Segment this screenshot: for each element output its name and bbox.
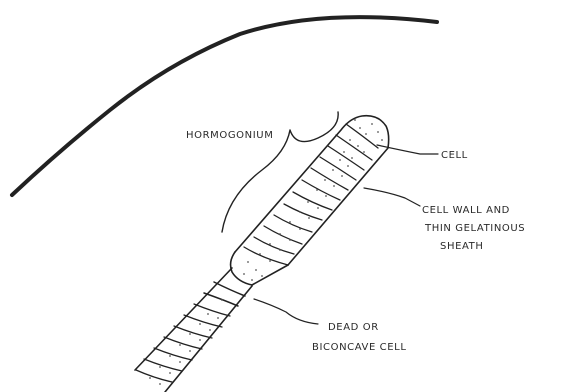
trailing-filament (135, 268, 252, 392)
cell-wall-leader-line (364, 188, 420, 206)
svg-text:CELL WALL AND: CELL WALL AND (422, 205, 510, 216)
dead-cell-label: DEAD OR BICONCAVE CELL (312, 322, 407, 353)
background-filament (12, 17, 437, 195)
svg-text:BICONCAVE CELL: BICONCAVE CELL (312, 342, 407, 353)
hormogonium-label: HORMOGONIUM (186, 130, 273, 141)
svg-text:SHEATH: SHEATH (440, 241, 483, 252)
cell-wall-label: CELL WALL AND THIN GELATINOUS SHEATH (422, 205, 525, 252)
trailing-stippling (149, 299, 223, 385)
svg-text:THIN GELATINOUS: THIN GELATINOUS (424, 223, 525, 234)
svg-text:DEAD OR: DEAD OR (328, 322, 379, 333)
cell-label: CELL (441, 150, 468, 161)
dead-cell-leader-line (254, 299, 318, 324)
